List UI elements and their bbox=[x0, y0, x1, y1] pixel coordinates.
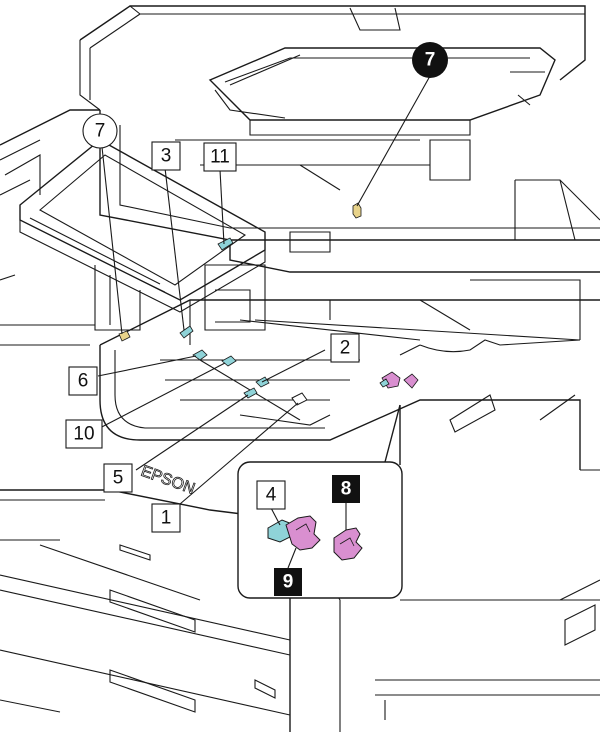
callout-1: 1 bbox=[151, 503, 181, 533]
callout-10-label: 10 bbox=[73, 424, 94, 445]
colored-parts bbox=[118, 202, 419, 406]
callout-7-right-label: 7 bbox=[425, 50, 436, 71]
callout-10: 10 bbox=[65, 419, 103, 449]
callout-9: 9 bbox=[274, 568, 302, 596]
callout-5-label: 5 bbox=[113, 468, 124, 489]
brand-mark: EPSON bbox=[139, 463, 197, 498]
part-8-9-small-b bbox=[403, 373, 419, 389]
callout-6-label: 6 bbox=[78, 371, 89, 392]
callout-9-label: 9 bbox=[283, 572, 294, 593]
callout-7-left-label: 7 bbox=[95, 121, 106, 142]
leader-lines bbox=[95, 75, 431, 505]
callout-8-label: 8 bbox=[341, 479, 352, 500]
part-10 bbox=[221, 355, 237, 367]
callout-2-label: 2 bbox=[340, 338, 351, 359]
yellow-part-panel bbox=[118, 330, 131, 342]
inset-part-9 bbox=[285, 515, 321, 551]
callout-11-label: 11 bbox=[210, 147, 230, 168]
part-3 bbox=[179, 325, 194, 339]
callout-3-label: 3 bbox=[161, 146, 172, 167]
part-6 bbox=[192, 349, 208, 361]
callout-5: 5 bbox=[103, 463, 133, 493]
part-1 bbox=[291, 392, 308, 406]
callouts: 7 7 3 11 2 6 10 bbox=[65, 42, 448, 596]
part-11 bbox=[217, 237, 234, 251]
callout-8: 8 bbox=[332, 475, 360, 503]
callout-6: 6 bbox=[68, 366, 98, 396]
callout-4-label: 4 bbox=[266, 485, 277, 506]
part-4-small bbox=[379, 378, 390, 388]
callout-4: 4 bbox=[256, 480, 286, 510]
callout-2: 2 bbox=[330, 333, 360, 363]
callout-11: 11 bbox=[203, 142, 237, 172]
yellow-part-adf bbox=[352, 202, 362, 219]
callout-1-label: 1 bbox=[161, 508, 172, 529]
callout-3: 3 bbox=[151, 141, 181, 171]
callout-7-right: 7 bbox=[412, 42, 448, 78]
inset-part-8 bbox=[333, 527, 363, 561]
callout-7-left: 7 bbox=[82, 113, 118, 149]
